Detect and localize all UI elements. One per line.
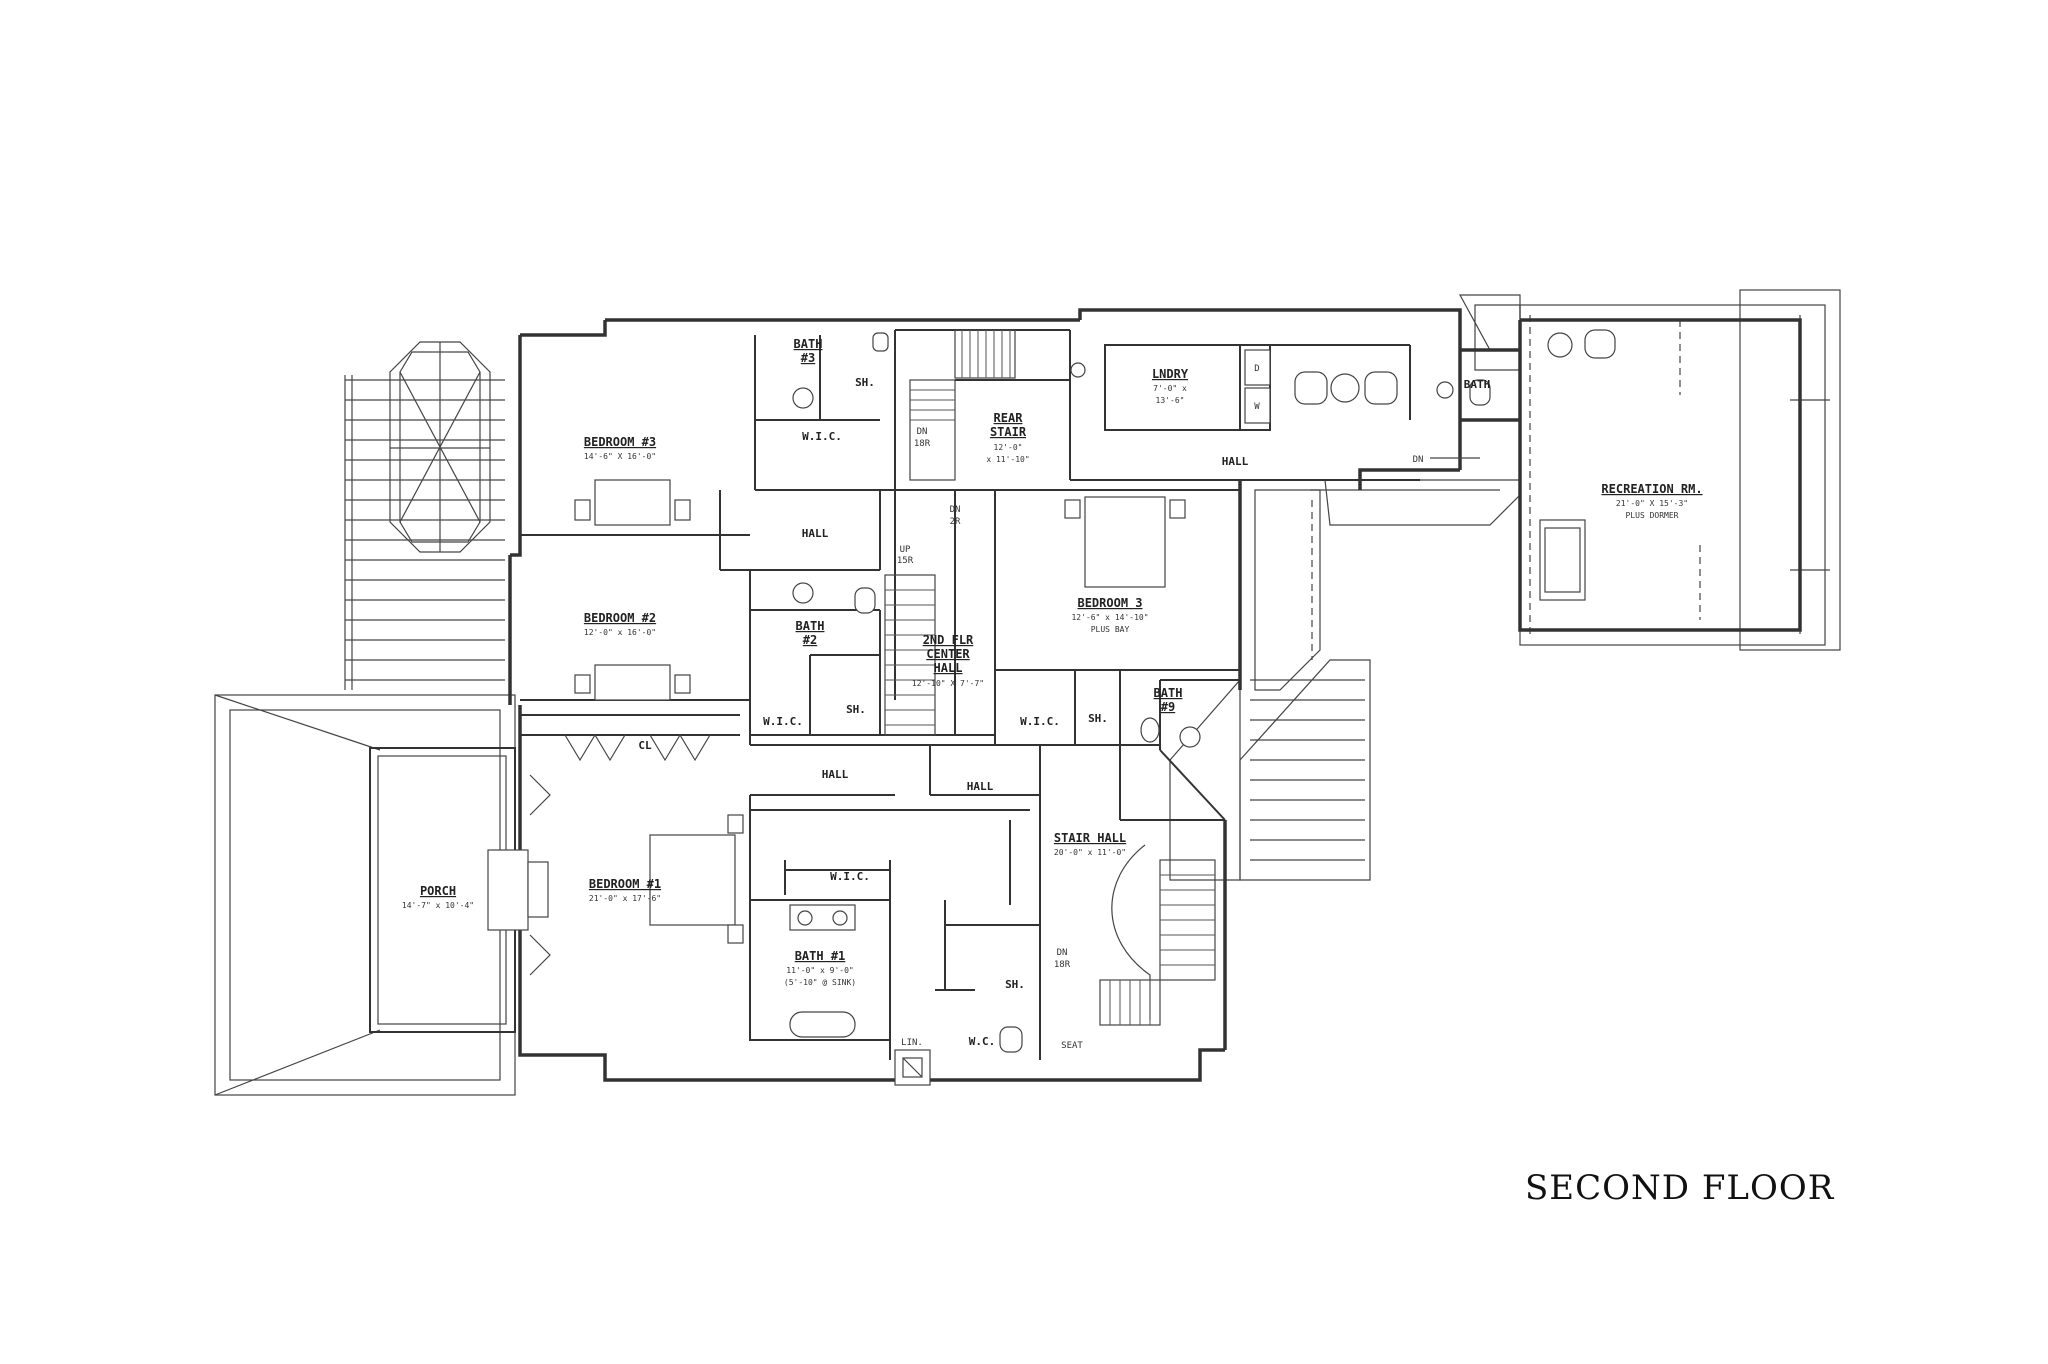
linen-label: LIN. xyxy=(901,1038,923,1048)
upper-hall-dn: DN xyxy=(1413,455,1424,465)
room-dims-stair-hall: 20'-0" x 11'-0" xyxy=(1054,848,1126,857)
room-dims-recreation: 21'-0" X 15'-3" xyxy=(1616,499,1688,508)
pergola-slats xyxy=(344,375,505,690)
wic-label-master: W.I.C. xyxy=(830,870,870,883)
bed-bedroom3-upper xyxy=(574,479,691,526)
shower-label-bath3: SH. xyxy=(855,376,875,389)
room-label-bedroom2: BEDROOM #2 xyxy=(584,611,656,625)
room-label-bath3: BATH xyxy=(794,337,823,351)
rear-stair-dn: DN xyxy=(917,427,928,437)
bed-bedroom1 xyxy=(649,814,744,944)
bathroom-fixtures xyxy=(789,332,1491,1053)
gazebo-roof xyxy=(389,341,491,553)
room-label-hall-center: HALL xyxy=(822,768,849,781)
seat-label: SEAT xyxy=(1061,1041,1083,1051)
room-label3-center-hall: HALL xyxy=(934,661,963,675)
room-label-stair-hall: STAIR HALL xyxy=(1054,831,1126,845)
linen-closet xyxy=(894,1049,931,1086)
room-label-recreation: RECREATION RM. xyxy=(1601,482,1702,496)
closet-doors xyxy=(529,733,711,976)
room-label-bath1: BATH #1 xyxy=(795,949,846,963)
shower-label-master: SH. xyxy=(1005,978,1025,991)
bed-bedroom3-right xyxy=(1064,496,1186,588)
room-dims2-recreation: PLUS DORMER xyxy=(1626,511,1679,520)
room-label-bedroom1: BEDROOM #1 xyxy=(589,877,661,891)
porch-chairs xyxy=(487,849,549,931)
room-label-bath-rec: BATH xyxy=(1464,378,1491,391)
right-porch-roof xyxy=(1169,659,1371,881)
room-label-bath2: BATH xyxy=(796,619,825,633)
room-number-bath9: #9 xyxy=(1161,700,1175,714)
floor-title: SECOND FLOOR xyxy=(1525,1168,1835,1208)
room-dims-rear-stair: 12'-0" xyxy=(994,443,1023,452)
wic-label-bed2: W.I.C. xyxy=(763,715,803,728)
room-dims-bedroom3-upper: 14'-6" X 16'-0" xyxy=(584,452,656,461)
room-number-bath2: #2 xyxy=(803,633,817,647)
room-label-rear-stair: REAR xyxy=(994,411,1024,425)
room-label2-center-hall: CENTER xyxy=(926,647,970,661)
rear-stair xyxy=(909,329,1016,481)
shower-label-right: SH. xyxy=(1088,712,1108,725)
room-label-laundry: LNDRY xyxy=(1152,367,1189,381)
room-dims-center-hall: 12'-10" X 7'-7" xyxy=(912,679,984,688)
center-stair xyxy=(884,574,936,736)
recreation-furniture xyxy=(1539,329,1616,601)
room-dims-bedroom1: 21'-0" x 17'-6" xyxy=(589,894,661,903)
room-label-hall-left: HALL xyxy=(802,527,829,540)
room-label-bedroom3-upper: BEDROOM #3 xyxy=(584,435,656,449)
closet-label: CL xyxy=(638,739,652,752)
room-dims-porch: 14'-7" x 10'-4" xyxy=(402,901,474,910)
room-number-bath3: #3 xyxy=(801,351,815,365)
room-dims-laundry: 7'-0" x xyxy=(1153,384,1187,393)
laundry-seating xyxy=(1294,371,1398,405)
wic-label-right: W.I.C. xyxy=(1020,715,1060,728)
laundry-machines xyxy=(1244,349,1271,424)
room-label-hall-center-right: HALL xyxy=(967,780,994,793)
room-dims2-laundry: 13'-6" xyxy=(1156,396,1185,405)
main-stair xyxy=(1099,844,1216,1026)
hall-roof xyxy=(1310,294,1521,526)
room-label-upper-hall: HALL xyxy=(1222,455,1249,468)
room-label-bedroom3-right: BEDROOM 3 xyxy=(1077,596,1142,610)
rear-stair-risers: 18R xyxy=(914,439,931,449)
shower-label-bath2: SH. xyxy=(846,703,866,716)
room-label-center-hall: 2ND FLR xyxy=(923,633,974,647)
room-dims-bedroom3-right: 12'-6" x 14'-10" xyxy=(1071,613,1148,622)
bay-roof xyxy=(1254,489,1321,691)
interior-walls xyxy=(520,329,1420,1060)
room-label-porch: PORCH xyxy=(420,884,456,898)
wic-label-bath3: W.I.C. xyxy=(802,430,842,443)
center-stair-dn: DN xyxy=(950,505,961,515)
center-stair-up-risers: 15R xyxy=(897,556,914,566)
room-dims2-bath1: (5'-10" @ SINK) xyxy=(784,978,856,987)
recreation-roof xyxy=(1474,289,1841,651)
room-label-bath9: BATH xyxy=(1154,686,1183,700)
room-dims2-rear-stair: x 11'-10" xyxy=(986,455,1029,464)
porch-roof xyxy=(214,694,516,1096)
room-dims2-bedroom3-right: PLUS BAY xyxy=(1091,625,1130,634)
wc-label-master: W.C. xyxy=(969,1035,996,1048)
bed-bedroom2 xyxy=(574,664,691,701)
washer-label: W xyxy=(1254,402,1260,412)
stair-hall-dn: DN xyxy=(1057,948,1068,958)
room-dims-bath1: 11'-0" x 9'-0" xyxy=(786,966,853,975)
center-stair-up: UP xyxy=(900,545,911,555)
center-stair-dn-risers: 2R xyxy=(950,517,961,527)
dryer-label: D xyxy=(1254,364,1259,374)
room-dims-bedroom2: 12'-0" x 16'-0" xyxy=(584,628,656,637)
stair-hall-risers: 18R xyxy=(1054,960,1071,970)
room-label2-rear-stair: STAIR xyxy=(990,425,1027,439)
